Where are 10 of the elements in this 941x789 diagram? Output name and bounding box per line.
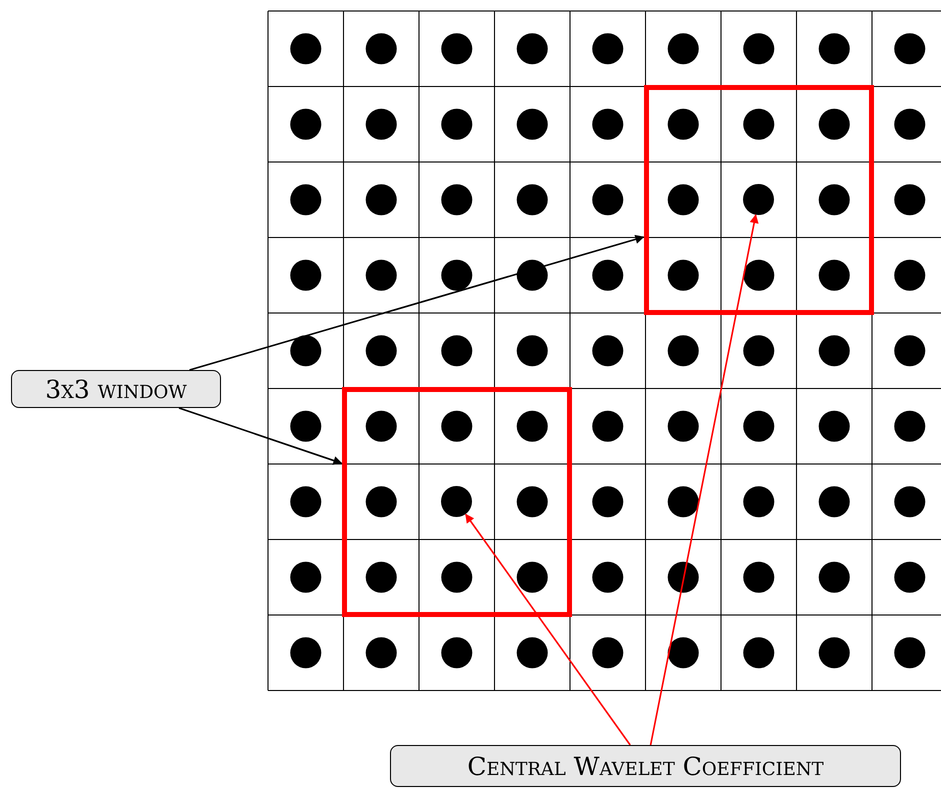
- arrow: [650, 214, 759, 746]
- callout-label: 3x3 window: [11, 370, 221, 408]
- callout-label: Central Wavelet Coefficient: [390, 745, 901, 787]
- window-frame: [644, 84, 874, 315]
- window-frame: [342, 386, 572, 617]
- center-dot: [743, 184, 774, 216]
- arrow: [178, 407, 342, 465]
- center-dot: [441, 486, 472, 518]
- arrow: [189, 234, 644, 371]
- arrow: [465, 514, 631, 746]
